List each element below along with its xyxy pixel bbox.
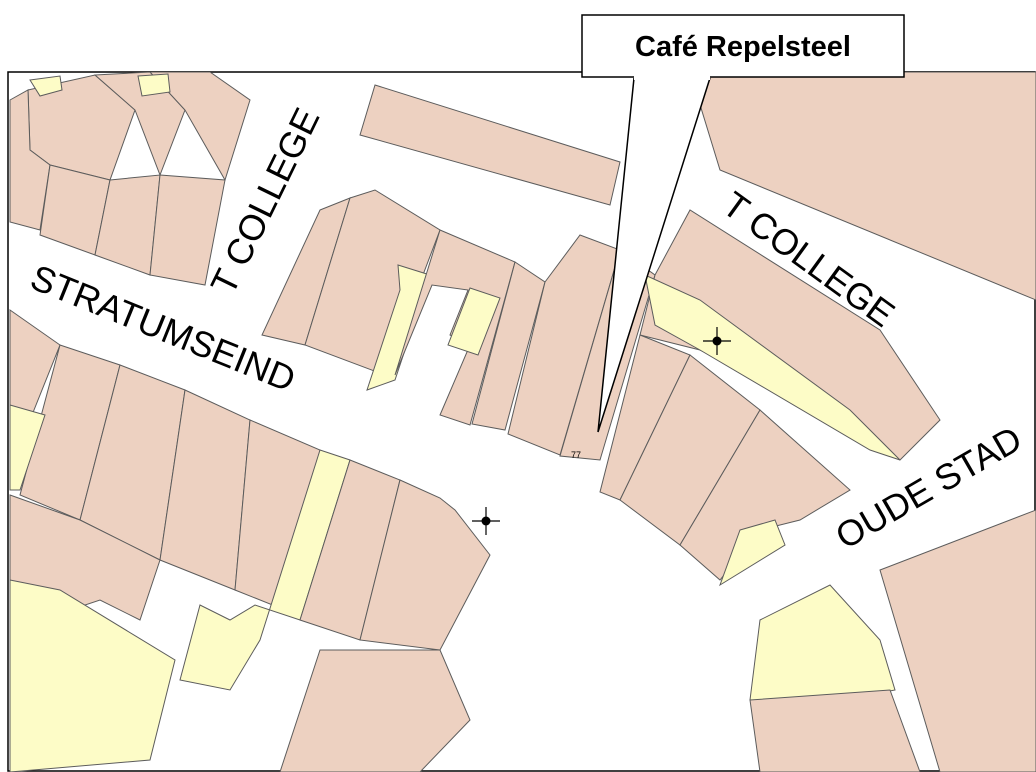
callout-pointer <box>597 77 711 433</box>
building <box>471 261 546 431</box>
callout: Café Repelsteel <box>581 14 905 433</box>
building-block-south <box>9 309 491 772</box>
building-block-north <box>359 72 1036 301</box>
yard <box>137 73 171 97</box>
building <box>279 649 471 772</box>
building <box>359 84 621 206</box>
yard <box>9 404 46 491</box>
building <box>93 72 186 177</box>
building <box>689 72 1036 301</box>
building <box>359 479 491 651</box>
crosshair-marker[interactable] <box>703 327 731 355</box>
yard <box>719 519 786 587</box>
yard <box>644 274 901 461</box>
building <box>749 689 921 772</box>
yard <box>366 264 431 391</box>
building <box>149 174 226 286</box>
building-block-southeast <box>749 509 1036 772</box>
yard <box>9 579 176 772</box>
crosshair-marker[interactable] <box>472 507 500 535</box>
yard <box>29 75 63 97</box>
building-block-northwest <box>9 72 251 286</box>
callout-title: Café Repelsteel <box>635 31 851 63</box>
callout-box <box>581 14 905 78</box>
building <box>879 509 1036 772</box>
building <box>149 72 251 182</box>
house-number: 77 <box>571 450 581 460</box>
yard <box>447 287 501 356</box>
